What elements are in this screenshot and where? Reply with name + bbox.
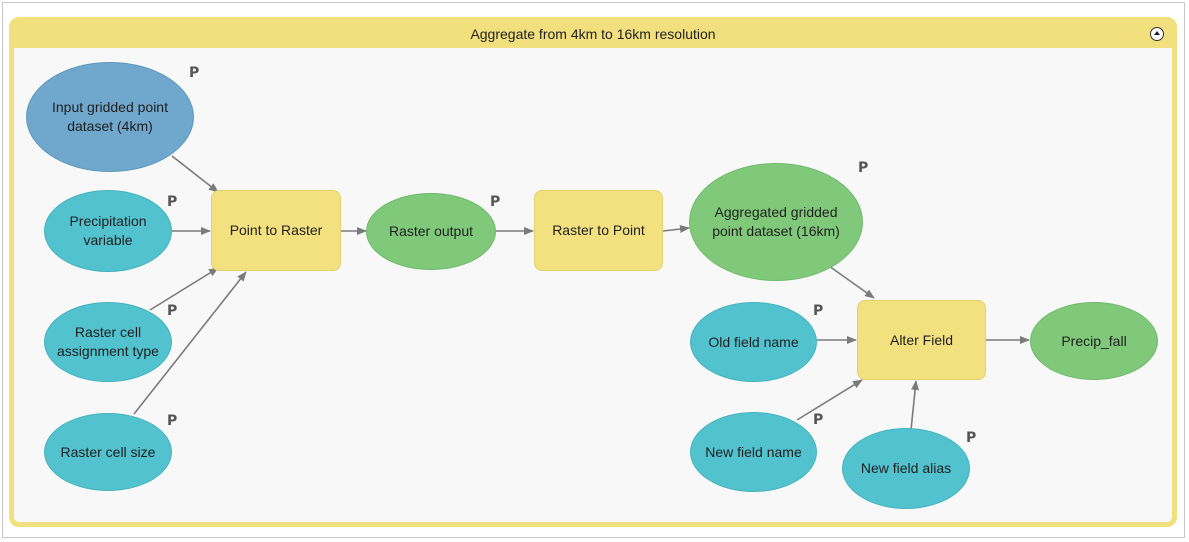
node-raster-output[interactable]: Raster output [366, 193, 496, 270]
param-marker: P [966, 430, 977, 446]
node-label: Precip_fall [1061, 332, 1127, 349]
node-label: Alter Field [889, 331, 954, 348]
collapse-icon[interactable] [1150, 27, 1164, 41]
param-marker: P [167, 413, 178, 429]
param-marker: P [167, 303, 178, 319]
param-marker: P [858, 160, 869, 176]
node-label: Raster cell size [60, 443, 156, 460]
tool-point-to-raster[interactable]: Point to Raster [211, 190, 341, 271]
node-precip-variable[interactable]: Precipitation variable [44, 190, 172, 272]
tool-alter-field[interactable]: Alter Field [857, 300, 986, 380]
node-label: Raster cell assignment type [57, 324, 159, 359]
node-label: New field name [705, 443, 802, 460]
group-header: Aggregate from 4km to 16km resolution [14, 22, 1172, 48]
node-label: New field alias [860, 460, 952, 476]
node-label: Raster to Point [552, 222, 645, 238]
node-cell-size[interactable]: Raster cell size [44, 413, 172, 491]
param-marker: P [813, 303, 824, 319]
model-group[interactable]: Aggregate from 4km to 16km resolution [9, 17, 1177, 527]
param-marker: P [167, 194, 178, 210]
node-label: Aggregated gridded point dataset (16km) [712, 204, 840, 239]
node-label: Point to Raster [229, 222, 323, 238]
node-cell-assignment[interactable]: Raster cell assignment type [44, 302, 172, 382]
node-label: Input gridded point dataset (4km) [52, 99, 168, 134]
param-marker: P [813, 412, 824, 428]
node-new-field-name[interactable]: New field name [690, 412, 817, 492]
node-label: Precipitation variable [69, 213, 147, 248]
node-aggregated-dataset[interactable]: Aggregated gridded point dataset (16km) [689, 163, 863, 281]
group-title: Aggregate from 4km to 16km resolution [470, 26, 716, 42]
node-label: Raster output [388, 223, 474, 239]
tool-raster-to-point[interactable]: Raster to Point [534, 190, 663, 271]
node-old-field-name[interactable]: Old field name [690, 302, 817, 382]
node-input-dataset[interactable]: Input gridded point dataset (4km) [26, 62, 194, 172]
node-label: Old field name [708, 333, 799, 350]
param-marker: P [189, 65, 200, 81]
node-new-field-alias[interactable]: New field alias [842, 428, 970, 509]
param-marker: P [490, 194, 501, 210]
node-precip-fall[interactable]: Precip_fall [1030, 302, 1158, 380]
